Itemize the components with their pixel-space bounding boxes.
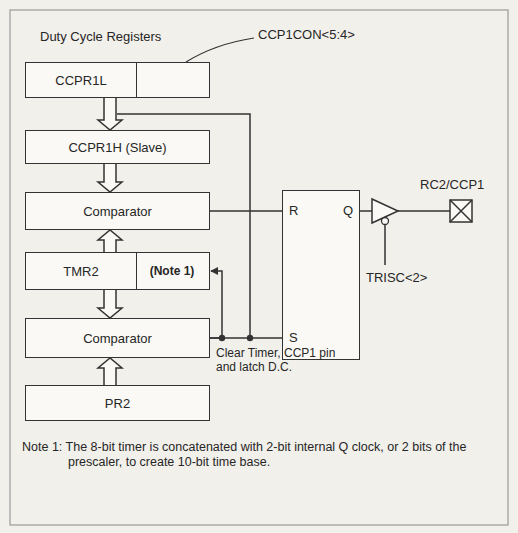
outer-frame [10, 10, 508, 525]
latch-pin-label: Q [343, 203, 353, 218]
register-divider [136, 63, 137, 97]
leader-line [186, 38, 254, 62]
signal-wire [210, 210, 282, 212]
box-label: Comparator [83, 331, 152, 346]
sr-latch: R Q S [282, 190, 360, 360]
timer-box: TMR2(Note 1) [25, 252, 210, 290]
comparator-box: Comparator [25, 192, 210, 230]
bus-arrow [98, 164, 122, 192]
register-divider [136, 253, 137, 289]
latch-pin-label: R [289, 203, 298, 218]
footnote: Note 1: The 8-bit timer is concatenated … [22, 440, 492, 470]
pin-name: RC2/CCP1 [420, 177, 510, 193]
box-label: CCPR1L [26, 73, 136, 88]
bus-arrow [98, 290, 122, 318]
box-label: PR2 [105, 396, 130, 411]
pin-box [450, 200, 472, 222]
register-box: CCPR1H (Slave) [25, 130, 210, 164]
comparator-box: Comparator [25, 318, 210, 358]
note-ref: (Note 1) [136, 264, 208, 278]
pin-cross [450, 200, 472, 222]
enable-wire [384, 225, 386, 266]
pin-wire [398, 210, 450, 212]
group-label: Duty Cycle Registers [40, 29, 220, 45]
box-label: Comparator [83, 204, 152, 219]
register-box: PR2 [25, 385, 210, 421]
enable-bubble [382, 218, 389, 225]
bus-arrow [98, 98, 122, 130]
box-label: TMR2 [26, 264, 136, 279]
signal-note: Clear Timer, CCP1 pin and latch D.C. [216, 346, 344, 375]
register-box: CCPR1L [25, 62, 210, 98]
signal-wire [210, 271, 222, 338]
signal-name: TRISC<2> [366, 270, 456, 286]
bus-arrow [98, 230, 122, 252]
q-wire [360, 210, 372, 212]
bit-field-label: CCP1CON<5:4> [258, 27, 388, 43]
box-label: CCPR1H (Slave) [68, 140, 166, 155]
latch-pin-label: S [289, 330, 298, 345]
bus-arrow [98, 358, 122, 385]
